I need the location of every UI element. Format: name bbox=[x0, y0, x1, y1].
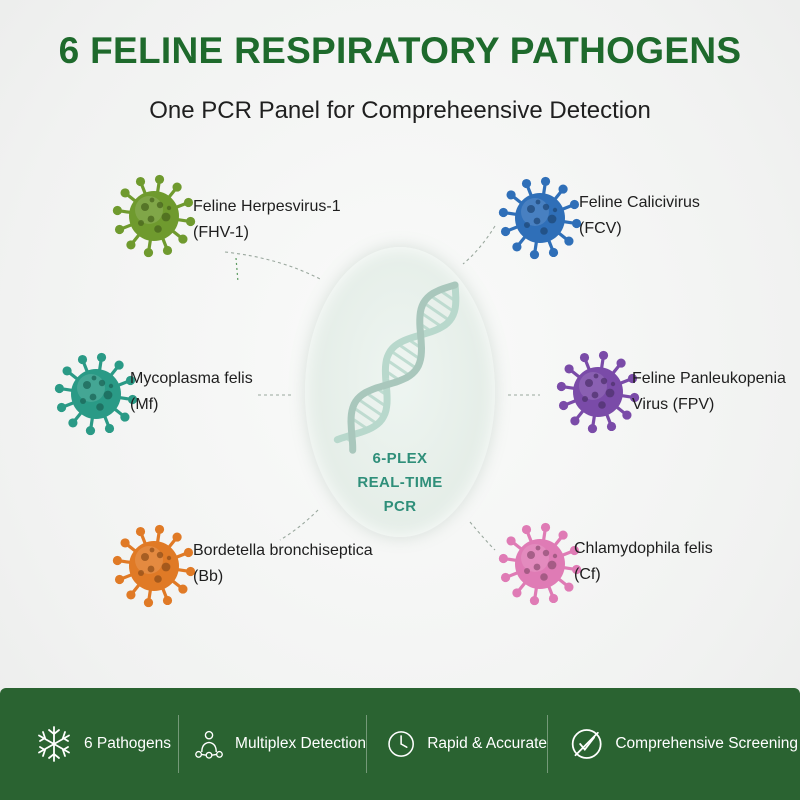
page-subtitle: One PCR Panel for Compreheensive Detecti… bbox=[149, 97, 651, 124]
network-icon bbox=[195, 730, 223, 759]
pathogen-name: Mycoplasma felis bbox=[130, 370, 253, 387]
connector-bb bbox=[279, 509, 319, 541]
check-shield-icon bbox=[571, 729, 602, 759]
feature-label: Rapid & Accurate bbox=[427, 735, 547, 752]
pathogen-name: Feline Calicivirus bbox=[579, 194, 700, 211]
pathogen-name: Bordetella bronchiseptica bbox=[193, 542, 373, 559]
pathogen-name: Feline Herpesvirus-1 bbox=[193, 198, 341, 215]
feature-label: Comprehensive Screening bbox=[615, 735, 798, 752]
feature-pathogens: 6 Pathogens bbox=[0, 714, 178, 774]
feature-rapid: Rapid & Accurate bbox=[367, 714, 547, 774]
virus-icon bbox=[498, 176, 582, 260]
feature-multiplex: Multiplex Detection bbox=[179, 714, 366, 774]
virus-icon bbox=[112, 174, 196, 258]
pathogen-abbr: (FCV) bbox=[579, 220, 622, 237]
feature-divider bbox=[547, 715, 548, 773]
feature-label: 6 Pathogens bbox=[84, 735, 172, 752]
connector-fhv1 bbox=[224, 251, 323, 281]
feature-divider bbox=[366, 715, 367, 773]
virus-icon bbox=[54, 352, 138, 436]
feature-screening: Comprehensive Screening bbox=[548, 714, 798, 774]
connector-fcv bbox=[462, 225, 496, 265]
virus-icon bbox=[498, 522, 582, 606]
pathogen-name: Chlamydophila felis bbox=[574, 540, 713, 557]
clock-icon bbox=[388, 731, 414, 757]
virus-icon bbox=[112, 524, 196, 608]
virus-icon bbox=[556, 350, 640, 434]
feature-bar: 6 Pathogens Multiplex Detection Rapi bbox=[0, 688, 800, 800]
pathogen-abbr: (Cf) bbox=[574, 566, 601, 583]
feature-divider bbox=[178, 715, 179, 773]
pathogen-abbr: (Mf) bbox=[130, 396, 159, 413]
snowflake-icon bbox=[38, 726, 70, 762]
pathogen-abbr: Virus (FPV) bbox=[632, 396, 715, 413]
pathogen-abbr: (Bb) bbox=[193, 568, 224, 585]
pathogen-name: Feline Panleukopenia bbox=[632, 370, 786, 387]
pathogen-abbr: (FHV-1) bbox=[193, 224, 249, 241]
connector-cf bbox=[469, 521, 496, 551]
page-title: 6 FELINE RESPIRATORY PATHOGENS bbox=[58, 30, 742, 71]
feature-label: Multiplex Detection bbox=[235, 735, 366, 752]
